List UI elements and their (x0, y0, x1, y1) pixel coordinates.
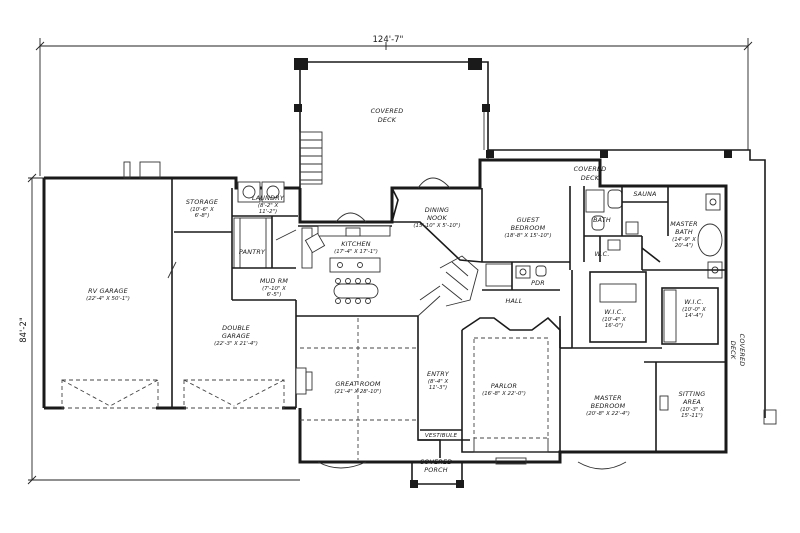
covered-deck-top-label-1: COVERED (371, 107, 404, 115)
wc-label: W.C. (594, 250, 609, 258)
storage-label: STORAGE (186, 198, 219, 206)
hall-label: HALL (505, 297, 522, 305)
room-labels: RV GARAGE (22'-4" X 50'-1") STORAGE (10'… (86, 190, 706, 439)
covered-deck-rear-label-1: COVERED (574, 165, 607, 173)
covered-porch-label-2: PORCH (424, 466, 448, 474)
storage-size-1: (10'-6" X (190, 207, 214, 213)
sitting-area-size-1: (10'-3" X (680, 407, 704, 413)
laundry-size-1: (8'-2" X (258, 203, 279, 209)
covered-deck-top-label-2: DECK (378, 116, 397, 124)
mud-rm-size-1: (7'-10" X (262, 286, 286, 292)
living-areas (295, 295, 627, 470)
covered-deck-top: COVERED DECK (294, 58, 490, 190)
dining-nook-label-1: DINING (425, 206, 449, 214)
covered-deck-rear-label-2: DECK (581, 174, 600, 182)
kitchen-label: KITCHEN (341, 240, 370, 248)
master-bath-size-1: (14'-9" X (672, 237, 696, 243)
pdr-label: PDR (531, 279, 545, 287)
entry-label: ENTRY (427, 370, 450, 378)
mud-rm-size-2: 6'-5") (267, 292, 282, 298)
upper-right-rooms (392, 186, 726, 307)
rv-garage-label: RV GARAGE (88, 287, 129, 295)
dining-nook-label-2: NOOK (427, 214, 447, 222)
wic-center-size-1: (10'-4" X (602, 317, 626, 323)
double-garage-size: (22'-3" X 21'-4") (214, 341, 258, 347)
kitchen-size: (17'-4" X 17'-1") (334, 249, 378, 255)
dining-nook-size: (15'-10" X 5'-10") (413, 223, 460, 229)
great-room-size: (21'-4" X 28'-10") (334, 389, 381, 395)
bath-label: BATH (593, 216, 611, 224)
double-garage-label-2: GARAGE (222, 332, 251, 340)
overall-width-dimension: 124'-7" (35, 35, 753, 176)
mud-rm-label: MUD RM (260, 277, 289, 285)
overall-depth-dimension: 84'-2" (19, 173, 300, 485)
sitting-area-label-2: AREA (682, 398, 701, 406)
covered-deck-side: COVERED DECK (729, 334, 746, 367)
master-bedroom-size: (20'-8" X 22'-4") (586, 411, 630, 417)
master-bedroom-label-1: MASTER (594, 394, 622, 402)
wic-center-label: W.I.C. (604, 308, 623, 316)
wic-right-size-1: (10'-0" X (682, 307, 706, 313)
vestibule-label: VESTIBULE (425, 433, 458, 439)
service-rooms (232, 181, 298, 269)
kitchen-area (298, 177, 451, 304)
covered-deck-side-label-1: COVERED (738, 334, 746, 367)
guest-bedroom-size: (18'-8" X 15'-10") (504, 233, 551, 239)
entry-size-1: (8'-4" X (428, 379, 449, 385)
wic-center-size-2: 16'-0") (605, 323, 623, 329)
exterior-walls (42, 158, 728, 464)
covered-deck-side-label-2: DECK (729, 341, 737, 360)
great-room-label: GREAT ROOM (335, 380, 381, 388)
laundry-label: LAUNDRY (252, 194, 285, 202)
pantry-label: PANTRY (239, 248, 266, 256)
master-bath-label-1: MASTER (670, 220, 698, 228)
overall-width-label: 124'-7" (373, 35, 404, 45)
parlor-label: PARLOR (491, 382, 517, 390)
guest-bedroom-label-1: GUEST (517, 216, 541, 224)
sitting-area-size-2: 15'-11") (681, 413, 703, 419)
sitting-area-label-1: SITTING (679, 390, 706, 398)
rv-garage-size: (22'-4" X 50'-1") (86, 296, 130, 302)
overall-depth-label: 84'-2" (19, 317, 29, 343)
covered-porch: COVERED PORCH (410, 458, 464, 488)
wic-right-label: W.I.C. (684, 298, 703, 306)
master-bath-size-2: 20'-4") (675, 243, 693, 249)
guest-bedroom-label-2: BEDROOM (511, 224, 546, 232)
master-suite-area (571, 270, 726, 452)
wic-right-size-2: 14'-4") (685, 313, 703, 319)
entry-size-2: 11'-3") (429, 385, 447, 391)
double-garage-label-1: DOUBLE (222, 324, 251, 332)
laundry-size-2: 11'-2") (259, 209, 277, 215)
covered-deck-rear: COVERED DECK (486, 149, 777, 425)
parlor-size: (16'-8" X 22'-0") (482, 391, 526, 397)
master-bedroom-label-2: BEDROOM (591, 402, 626, 410)
sauna-label: SAUNA (633, 190, 656, 198)
covered-porch-label-1: COVERED (420, 458, 453, 466)
master-bath-label-2: BATH (675, 228, 693, 236)
storage-size-2: 6'-8") (195, 213, 210, 219)
